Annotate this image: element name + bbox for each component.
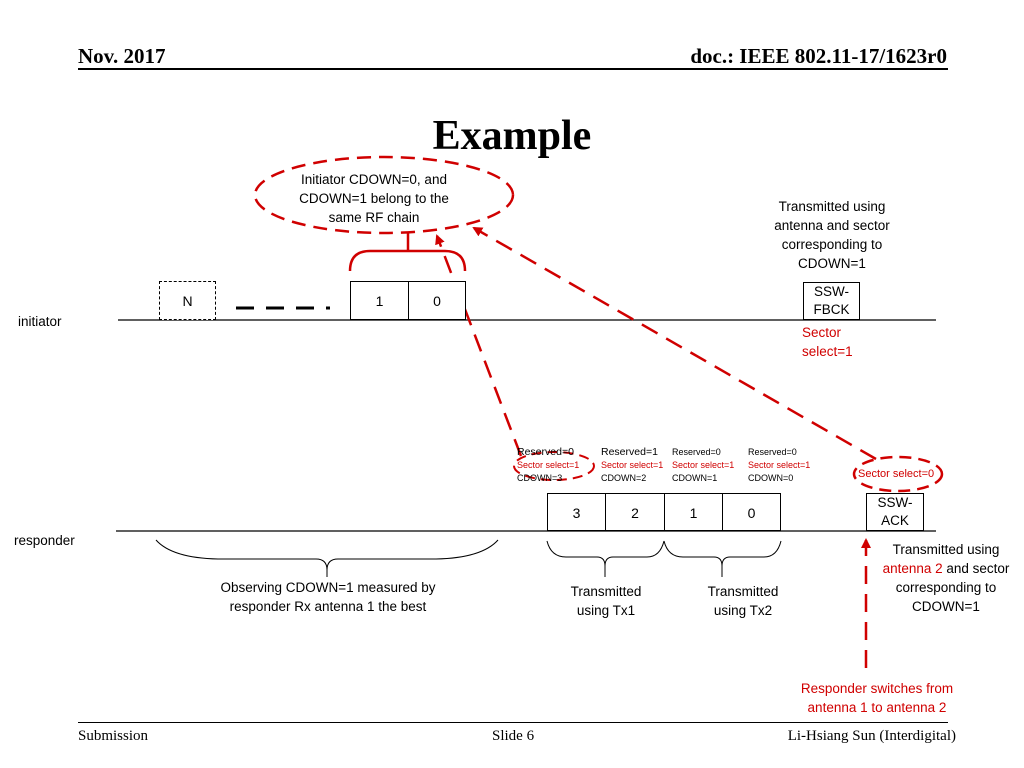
note-line: Sector xyxy=(802,325,842,340)
frame-initiator-1: 1 xyxy=(350,281,409,320)
note-line: using Tx2 xyxy=(713,603,773,618)
responder-label: responder xyxy=(14,533,75,548)
initiator-note-ellipse xyxy=(253,155,515,235)
note-line: corresponding to xyxy=(895,580,997,595)
note-line: Observing CDOWN=1 measured by xyxy=(220,580,436,595)
annotation-cdown0: Reserved=0 Sector select=1 CDOWN=0 xyxy=(748,446,810,485)
note-line: CDOWN=1 xyxy=(912,599,980,614)
header-rule xyxy=(78,68,948,70)
annotation-cdown3: Reserved=0 Sector select=1 CDOWN=3 xyxy=(517,446,579,485)
frame-responder-2: 2 xyxy=(605,493,665,531)
note-line: Transmitted xyxy=(707,584,779,599)
cdown-field: CDOWN=1 xyxy=(672,473,718,483)
annotation-cdown2: Reserved=1 Sector select=1 CDOWN=2 xyxy=(601,446,663,485)
header-doc-number: doc.: IEEE 802.11-17/1623r0 xyxy=(690,44,947,68)
tx1-note: Transmitted using Tx1 xyxy=(546,582,666,620)
footer-slide-number: Slide 6 xyxy=(492,728,535,744)
note-line: same RF chain xyxy=(328,210,420,225)
frame-responder-3: 3 xyxy=(547,493,606,531)
tx2-note: Transmitted using Tx2 xyxy=(683,582,803,620)
sector-field: Sector select=1 xyxy=(517,460,580,470)
note-line: antenna 1 to antenna 2 xyxy=(807,700,947,715)
frame-responder-0: 0 xyxy=(722,493,781,531)
ack-sector-select: Sector select=0 xyxy=(858,468,935,480)
antenna-2-highlight: antenna 2 xyxy=(882,561,943,576)
tx2-brace xyxy=(663,540,782,567)
note-line: Responder switches from xyxy=(800,681,954,696)
cdown-field: CDOWN=3 xyxy=(517,473,563,483)
cdown-field: CDOWN=2 xyxy=(601,473,647,483)
note-line: antenna and sector xyxy=(774,218,890,233)
footer-author: Li-Hsiang Sun (Interdigital) xyxy=(787,728,956,744)
slide-title: Example xyxy=(432,113,592,159)
ack-transmitted-note: Transmitted using antenna 2 and sector c… xyxy=(866,540,1024,616)
note-text: and sector xyxy=(942,561,1010,576)
initiator-label: initiator xyxy=(18,314,62,329)
sector-field: Sector select=1 xyxy=(672,460,735,470)
ack-sector-ellipse xyxy=(852,455,944,493)
observing-note: Observing CDOWN=1 measured by responder … xyxy=(178,578,478,616)
note-line: Transmitted xyxy=(570,584,642,599)
arrow-ack-to-note xyxy=(472,226,877,461)
annotation-cdown1: Reserved=0 Sector select=1 CDOWN=1 xyxy=(672,446,734,485)
reserved-field: Reserved=0 xyxy=(672,447,721,457)
tx1-brace xyxy=(546,540,665,567)
header-date: Nov. 2017 xyxy=(78,44,166,68)
cdown3-ellipse xyxy=(513,451,595,481)
note-line: CDOWN=1 belong to the xyxy=(299,191,449,206)
frame-line: ACK xyxy=(881,513,909,528)
frame-line: FBCK xyxy=(813,302,850,317)
sector-field: Sector select=1 xyxy=(601,460,664,470)
note-line: Transmitted using xyxy=(892,542,1000,557)
note-line: Transmitted using xyxy=(778,199,886,214)
note-line: Initiator CDOWN=0, and xyxy=(301,172,447,187)
note-line: corresponding to xyxy=(781,237,883,252)
frame-n: N xyxy=(159,281,216,320)
reserved-field: Reserved=1 xyxy=(601,446,658,458)
footer-rule xyxy=(78,722,948,723)
reserved-field: Reserved=0 xyxy=(748,447,797,457)
frame-line: SSW- xyxy=(877,495,913,510)
switch-note: Responder switches from antenna 1 to ant… xyxy=(787,679,967,717)
frame-line: SSW- xyxy=(813,284,849,299)
initiator-chain-note: Initiator CDOWN=0, and CDOWN=1 belong to… xyxy=(274,170,474,227)
observing-brace xyxy=(155,539,499,571)
fbck-sector-select: Sector select=1 xyxy=(802,323,853,361)
note-line: responder Rx antenna 1 the best xyxy=(229,599,427,614)
note-line: CDOWN=1 xyxy=(798,256,866,271)
frame-responder-1: 1 xyxy=(664,493,723,531)
frame-initiator-0: 0 xyxy=(408,281,466,320)
fbck-transmitted-note: Transmitted using antenna and sector cor… xyxy=(752,197,912,273)
note-line: select=1 xyxy=(802,344,853,359)
arrow-cdown3-to-bracket xyxy=(435,234,523,457)
footer-submission: Submission xyxy=(78,728,149,744)
sector-field: Sector select=1 xyxy=(748,460,811,470)
cdown-field: CDOWN=0 xyxy=(748,473,794,483)
reserved-field: Reserved=0 xyxy=(517,446,574,458)
note-line: antenna 2 and sector xyxy=(866,559,1024,578)
note-line: using Tx1 xyxy=(576,603,636,618)
frame-ssw-ack: SSW- ACK xyxy=(866,493,924,531)
frame-ssw-fbck: SSW- FBCK xyxy=(803,282,860,320)
